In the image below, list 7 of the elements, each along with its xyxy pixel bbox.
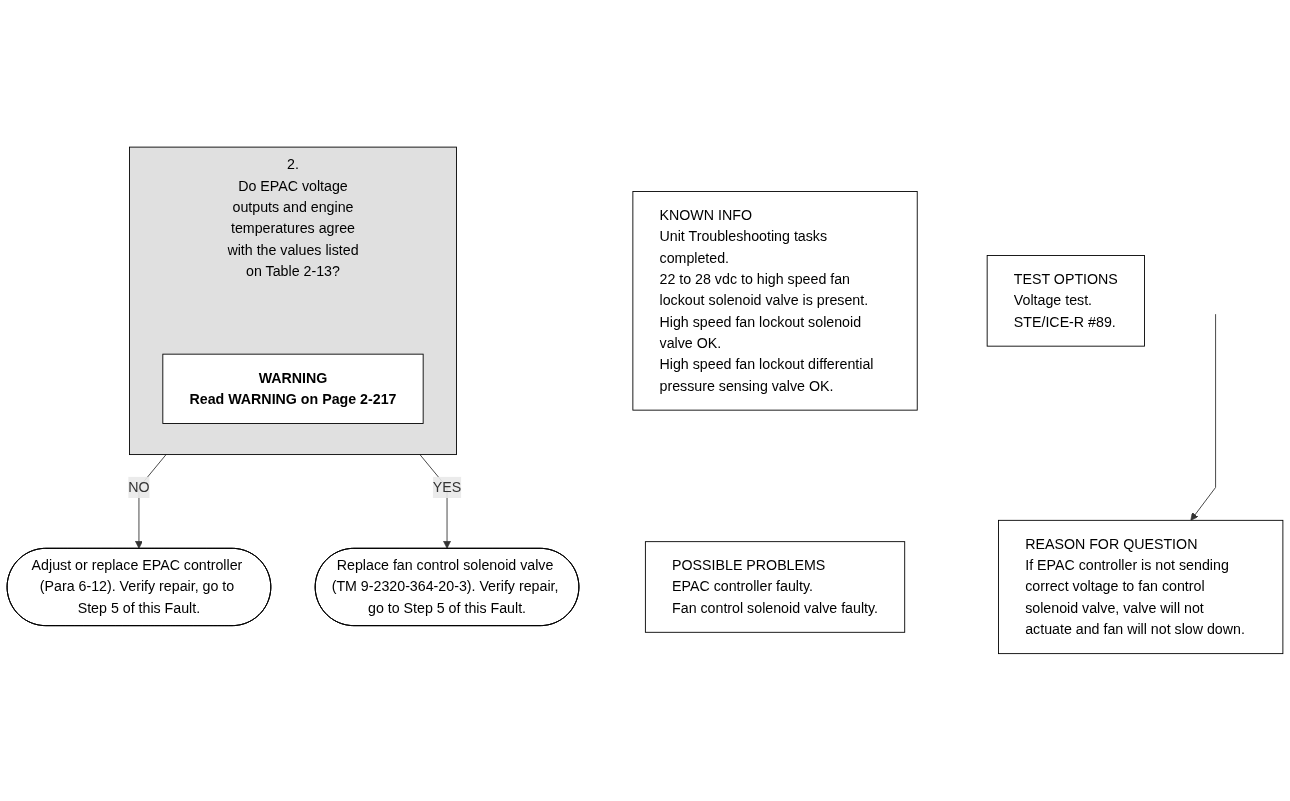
node-box: KNOWN INFO Unit Troubleshooting tasks completed. 22 to 28 vdc to high speed fan lockout solenoid valve is present. High speed fan lockout solenoid valve OK. High speed fan lockout differential pressure sensing valve OK. (632, 191, 918, 411)
edge-label: YES (432, 479, 462, 495)
node-box: WARNING Read WARNING on Page 2-217 (162, 353, 424, 425)
node-box: TEST OPTIONS Voltage test. STE/ICE-R #89. (986, 255, 1145, 347)
node-box: REASON FOR QUESTION If EPAC controller is not sending correct voltage to fan control solenoid valve, valve will not actuate and fan will not slow down. (998, 520, 1284, 655)
edge-label: NO (128, 479, 150, 495)
node-box: POSSIBLE PROBLEMS EPAC controller faulty. Fan control solenoid valve faulty. (644, 541, 906, 633)
